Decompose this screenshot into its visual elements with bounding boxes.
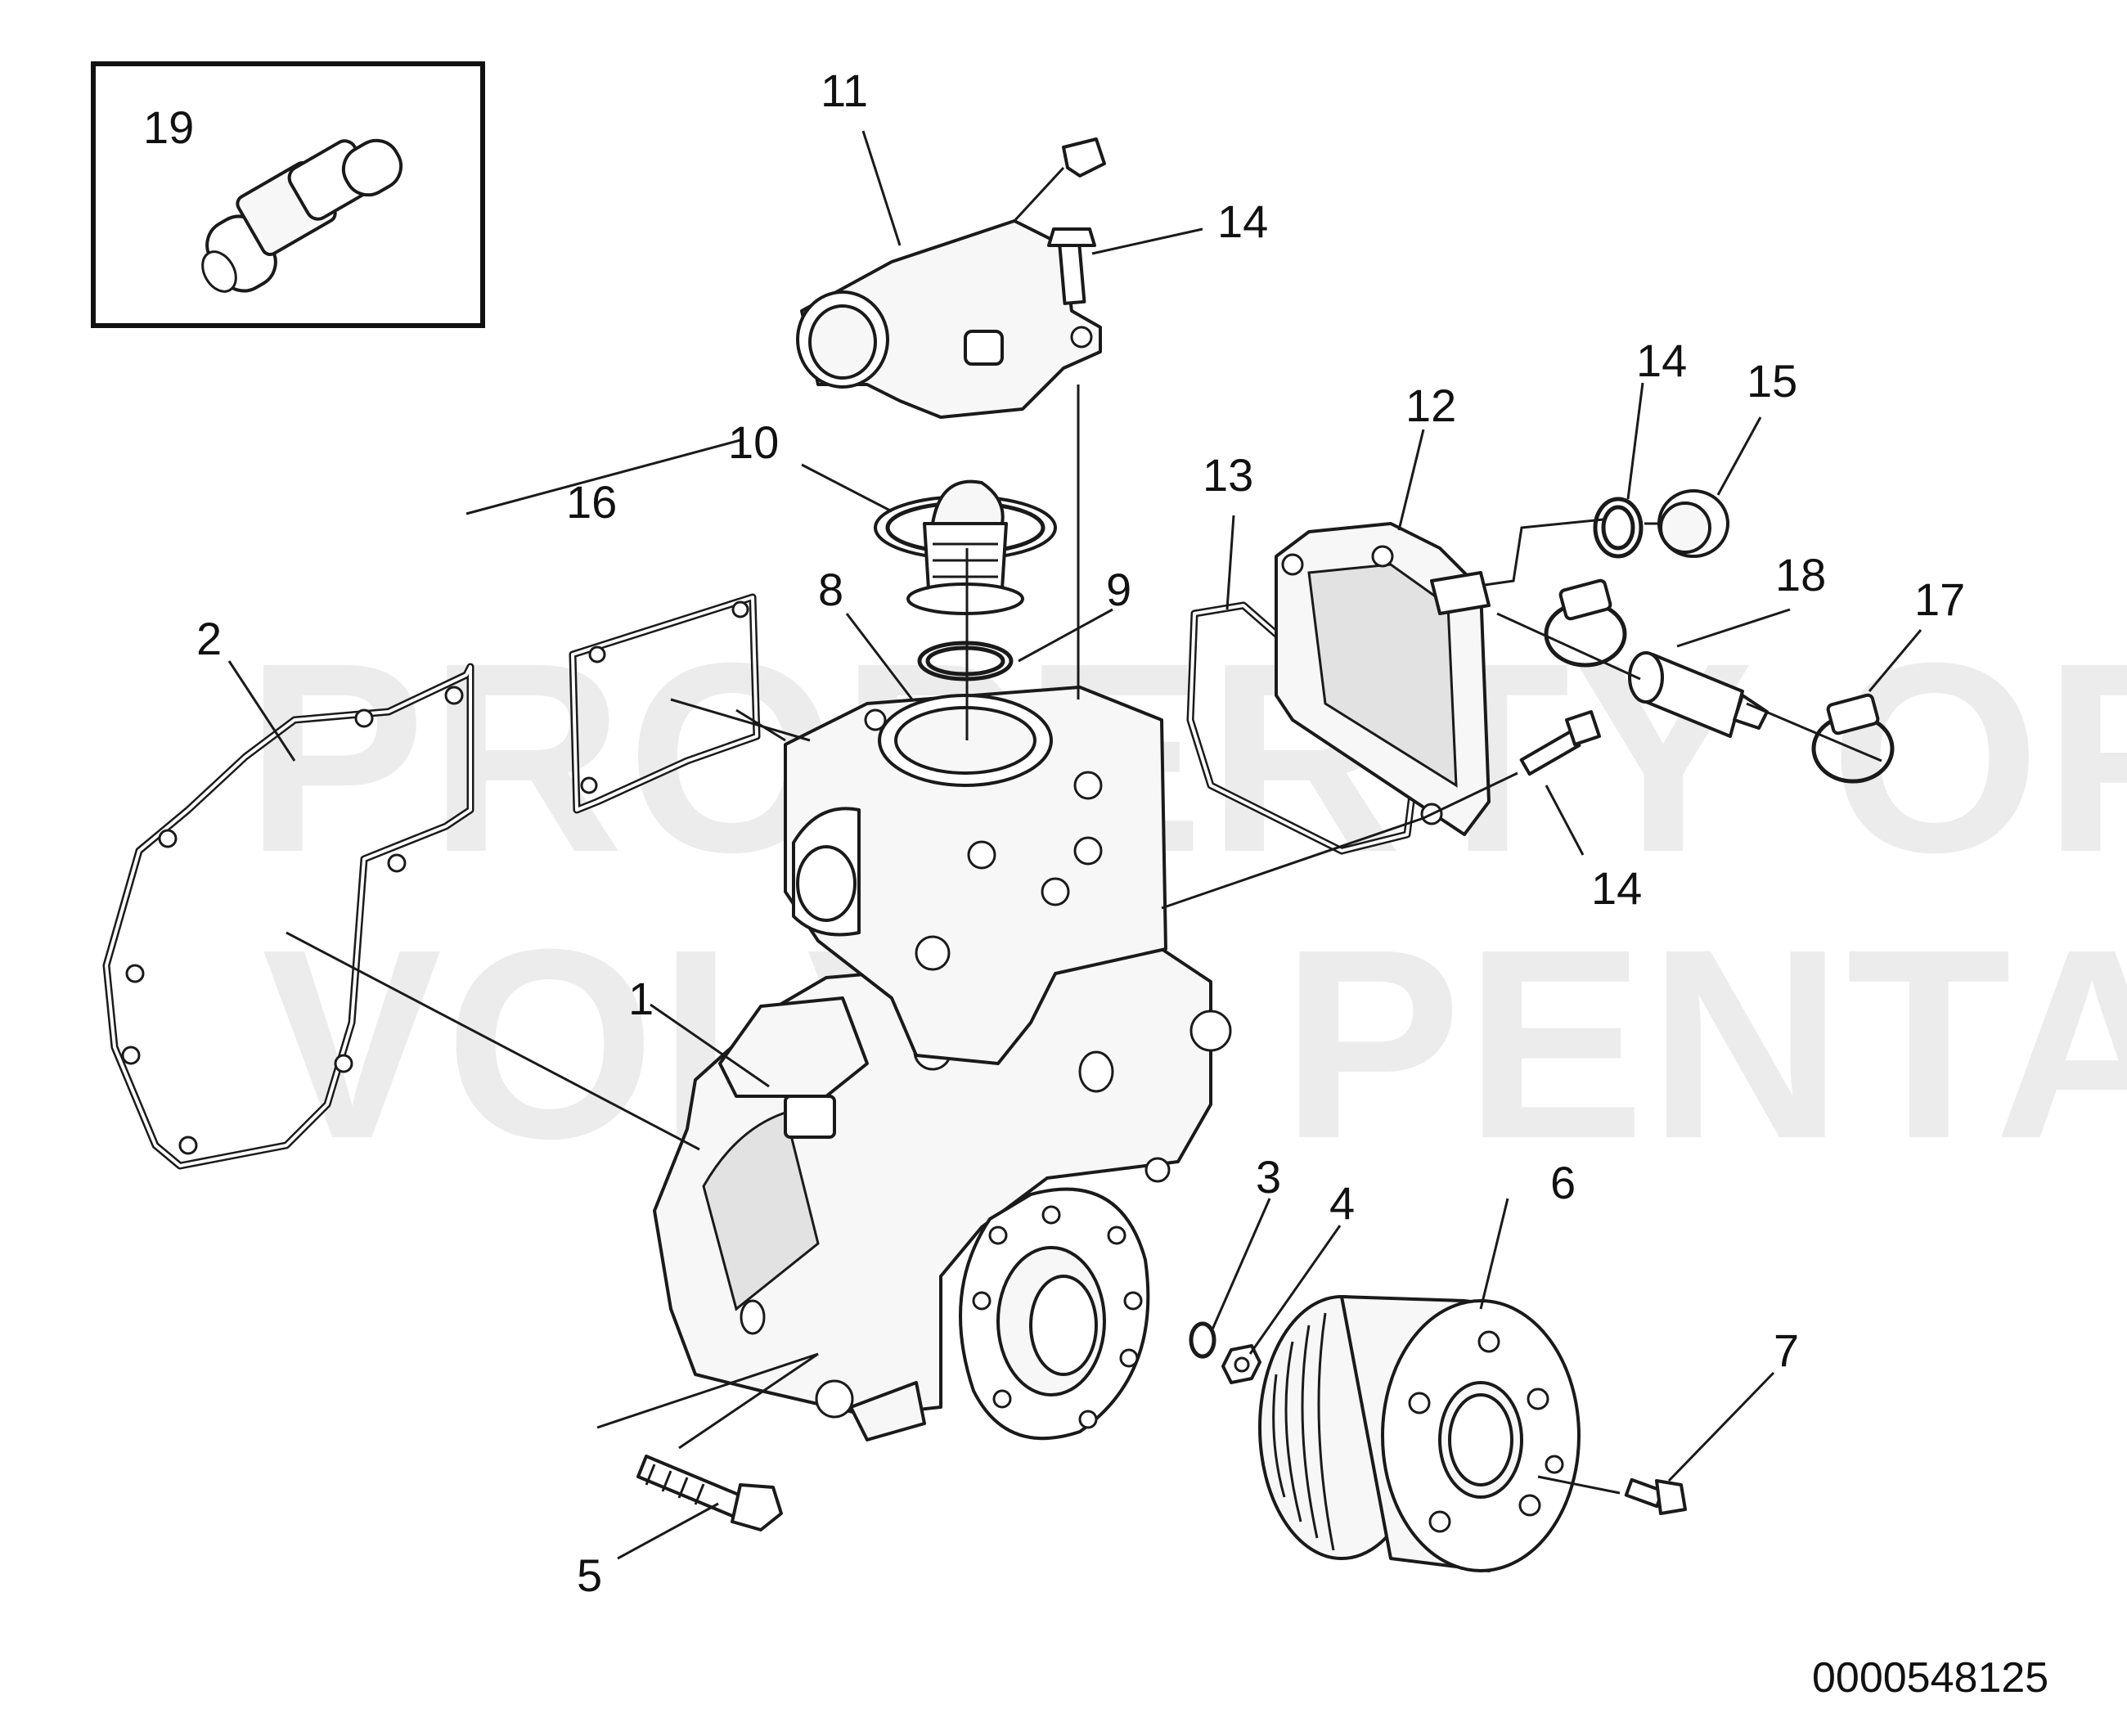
document-number: 0000548125 bbox=[1812, 1654, 2048, 1702]
part-14-washer bbox=[1593, 497, 1644, 559]
part-8-thermostat-housing bbox=[784, 686, 1167, 1065]
callout-19: 19 bbox=[143, 101, 194, 153]
callout-numbers: 1 2 3 4 5 6 7 8 9 10 11 12 13 14 14 14 1… bbox=[143, 65, 1965, 1601]
part-9-o-ring bbox=[917, 641, 1014, 681]
callout-14-bolt-right: 14 bbox=[1591, 862, 1642, 914]
callout-9: 9 bbox=[1106, 564, 1131, 615]
part-5-bolt bbox=[636, 1455, 783, 1531]
part-19-sensor bbox=[201, 138, 403, 293]
part-4-nut bbox=[1221, 1344, 1261, 1384]
part-6-pulley bbox=[1258, 1295, 1581, 1572]
callout-7: 7 bbox=[1774, 1324, 1799, 1376]
part-7-bolt bbox=[1624, 1477, 1687, 1515]
callout-10: 10 bbox=[728, 416, 779, 468]
callout-4: 4 bbox=[1329, 1177, 1355, 1229]
callout-17: 17 bbox=[1914, 573, 1965, 625]
part-17-hose-clamp-lower bbox=[1811, 693, 1895, 784]
callout-14-washer: 14 bbox=[1636, 335, 1687, 386]
callout-6: 6 bbox=[1550, 1157, 1576, 1208]
callout-12: 12 bbox=[1405, 380, 1456, 431]
part-11-thermostat-cover bbox=[796, 137, 1106, 419]
part-15-plug bbox=[1657, 489, 1729, 558]
watermark-line-1: PROPERTY OF bbox=[245, 606, 2127, 908]
callout-16: 16 bbox=[566, 476, 617, 528]
callout-13: 13 bbox=[1203, 449, 1253, 501]
callout-5: 5 bbox=[577, 1549, 602, 1601]
part-18-hose bbox=[1628, 651, 1769, 738]
part-14-bolt-top bbox=[1047, 227, 1096, 305]
part-1-water-pump-body bbox=[653, 947, 1232, 1441]
part-2-pump-gasket bbox=[102, 663, 474, 1170]
callout-1: 1 bbox=[628, 973, 654, 1024]
part-12-cover-plate bbox=[1275, 522, 1491, 836]
part-3-washer bbox=[1189, 1321, 1216, 1359]
part-16-housing-gasket bbox=[569, 593, 761, 814]
callout-14-top: 14 bbox=[1217, 196, 1268, 247]
part-10-thermostat bbox=[874, 479, 1057, 615]
callout-11: 11 bbox=[821, 65, 868, 116]
callout-8: 8 bbox=[818, 564, 843, 615]
part-17-hose-clamp-upper bbox=[1544, 578, 1627, 668]
inset-box bbox=[91, 61, 485, 328]
callout-2: 2 bbox=[196, 613, 222, 664]
callout-15: 15 bbox=[1747, 355, 1797, 407]
callout-18: 18 bbox=[1775, 549, 1826, 600]
leader-lines bbox=[227, 130, 1922, 1560]
part-14-bolt-right bbox=[1519, 710, 1601, 776]
callout-3: 3 bbox=[1256, 1151, 1281, 1203]
